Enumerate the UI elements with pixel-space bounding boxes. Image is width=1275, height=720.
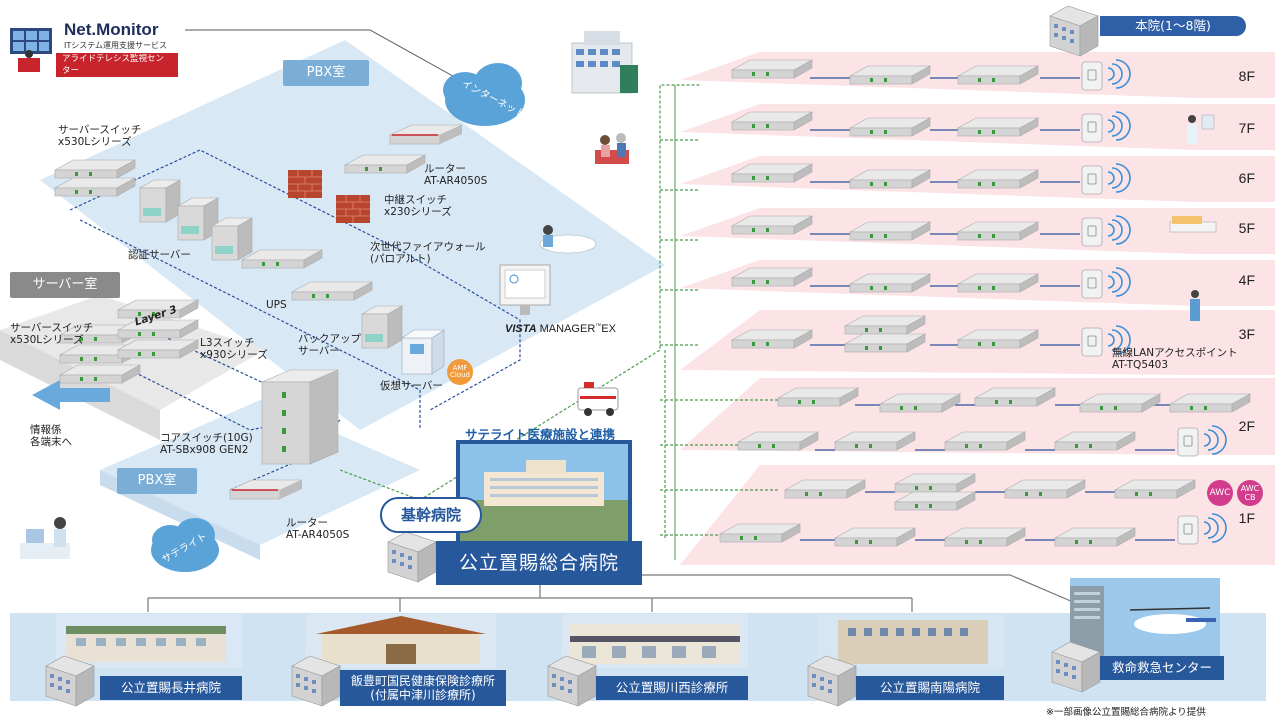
router-top-label: ルーター AT-AR4050S — [424, 163, 488, 187]
router-bottom-label: ルーター AT-AR4050S — [286, 517, 350, 541]
image-credit: ※一部画像公立置賜総合病院より提供 — [1046, 707, 1206, 718]
floor-5f-devices — [731, 215, 1131, 247]
floor-6f-devices — [731, 163, 1131, 195]
core-switch-label: コアスイッチ(10G) AT-SBx908 GEN2 — [160, 432, 253, 456]
floor-8f-devices — [731, 59, 1131, 91]
branch-label-kawanishi: 公立置賜川西診療所 — [596, 676, 748, 700]
building-icon-top — [1049, 5, 1099, 57]
internet-cloud — [443, 63, 525, 126]
vista-tm: ™ — [595, 323, 602, 330]
network-links-green — [339, 84, 780, 540]
ups-label: UPS — [266, 299, 287, 311]
branch-photo-iide — [306, 614, 496, 668]
relay-switch-device — [344, 154, 426, 174]
amf-cloud-label: AMF Cloud — [450, 364, 470, 379]
bed-illustration — [1169, 216, 1217, 233]
staff-illustration — [539, 225, 597, 254]
l3-switch-label: L3スイッチ x930シリーズ — [200, 337, 268, 361]
worker-illustration — [20, 517, 70, 559]
logo-band: アライドテレシス監視センター — [56, 53, 178, 77]
relay-switch-label: 中継スイッチ x230シリーズ — [384, 194, 452, 218]
monitor-link — [185, 29, 461, 81]
hospital-icon-top — [571, 31, 638, 94]
monitor-center-icon — [10, 28, 52, 72]
core-hospital-badge: 基幹病院 — [380, 497, 482, 533]
pbx-room-floor-bottom — [100, 400, 420, 545]
server-switch-top-device — [54, 159, 136, 197]
branch-label-iide: 飯豊町国民健康保険診療所 (付属中津川診療所) — [340, 670, 506, 706]
amf-cloud-badge — [447, 359, 473, 385]
info-terminals-label: 情報係 各端末へ — [30, 424, 72, 448]
floor-2f-devices — [737, 387, 1251, 457]
router-bottom-device — [229, 479, 303, 500]
branch-photo-emergency — [1070, 578, 1220, 658]
floor-label-4f: 4F — [1238, 272, 1255, 288]
logo-brand: Net.Monitor — [64, 20, 159, 39]
virtual-server-device — [401, 329, 445, 375]
floor-3f-devices — [731, 315, 1131, 357]
doctor-figure — [1190, 290, 1200, 321]
branch-photo-nagai — [56, 614, 242, 668]
branch-label-emergency: 救命救急センター — [1100, 656, 1224, 680]
hospital-main-label: 公立置賜総合病院 — [436, 541, 642, 585]
floor-label-6f: 6F — [1238, 170, 1255, 186]
ups-device — [241, 249, 323, 269]
router-top-device — [389, 124, 463, 145]
netmonitor-logo: Net.Monitor ITシステム運用支援サービス アライドテレシス監視センタ… — [56, 20, 178, 77]
server-room-tag: サーバー室 — [10, 272, 120, 298]
vista-ex: EX — [601, 323, 616, 335]
vista-rest: MANAGER — [539, 323, 596, 335]
floor-label-7f: 7F — [1238, 120, 1255, 136]
satellite-cloud — [151, 518, 219, 572]
satellite-hospital-photo — [456, 440, 632, 546]
backup-server-label: バックアップ サーバー — [298, 333, 361, 357]
nurse-figure — [1187, 114, 1215, 144]
vista-manager-monitor — [499, 264, 551, 315]
awc-badge: AWC — [1207, 480, 1233, 506]
building-title-bar: 本院(1〜8階) — [1100, 16, 1246, 36]
ambulance-icon — [577, 382, 619, 416]
auth-server-devices — [139, 179, 253, 261]
floor-label-8f: 8F — [1238, 68, 1255, 84]
branch-label-nagai: 公立置賜長井病院 — [100, 676, 242, 700]
branch-label-nanyo: 公立置賜南陽病院 — [856, 676, 1004, 700]
floor-label-5f: 5F — [1238, 220, 1255, 236]
patients-illustration — [595, 133, 629, 164]
info-terminals-arrow — [32, 380, 110, 410]
awc-cb-badge: AWC CB — [1237, 480, 1263, 506]
floor-4f-devices — [731, 267, 1131, 299]
firewall-device — [287, 169, 371, 224]
building-links — [800, 77, 1175, 541]
logo-tagline: ITシステム運用支援サービス — [64, 41, 168, 50]
branch-photo-kawanishi — [562, 614, 748, 668]
virtual-server-label: 仮想サーバー — [380, 380, 443, 392]
satellite-facility-title: サテライト医療施設と連携 — [465, 427, 616, 442]
pbx-room-tag-top: PBX室 — [283, 60, 369, 86]
pbx-room-tag-bottom: PBX室 — [117, 468, 197, 494]
floor-label-1f: 1F — [1238, 510, 1255, 526]
hospital-main-icon — [387, 531, 437, 583]
pbx-room-floor-top — [40, 40, 665, 430]
auth-server-label: 認証サーバー — [128, 249, 191, 261]
floor-7f-devices — [731, 111, 1131, 143]
floor-1f-devices — [719, 473, 1227, 547]
floor-label-3f: 3F — [1238, 326, 1255, 342]
core-switch-device — [261, 369, 339, 465]
wireless-ap-label: 無線LANアクセスポイント AT-TQ5403 — [1112, 347, 1238, 371]
server-switch-left-label: サーバースイッチ x530Lシリーズ — [10, 322, 94, 346]
floor-label-2f: 2F — [1238, 418, 1255, 434]
firewall-label: 次世代ファイアウォール (パロアルト) — [370, 241, 486, 265]
server-switch-top-label: サーバースイッチ x530Lシリーズ — [58, 124, 142, 148]
vista-bold: VISTA — [505, 323, 537, 335]
branch-photo-nanyo — [818, 614, 1004, 668]
vista-manager-label: VISTA MANAGER™EX — [505, 323, 616, 335]
